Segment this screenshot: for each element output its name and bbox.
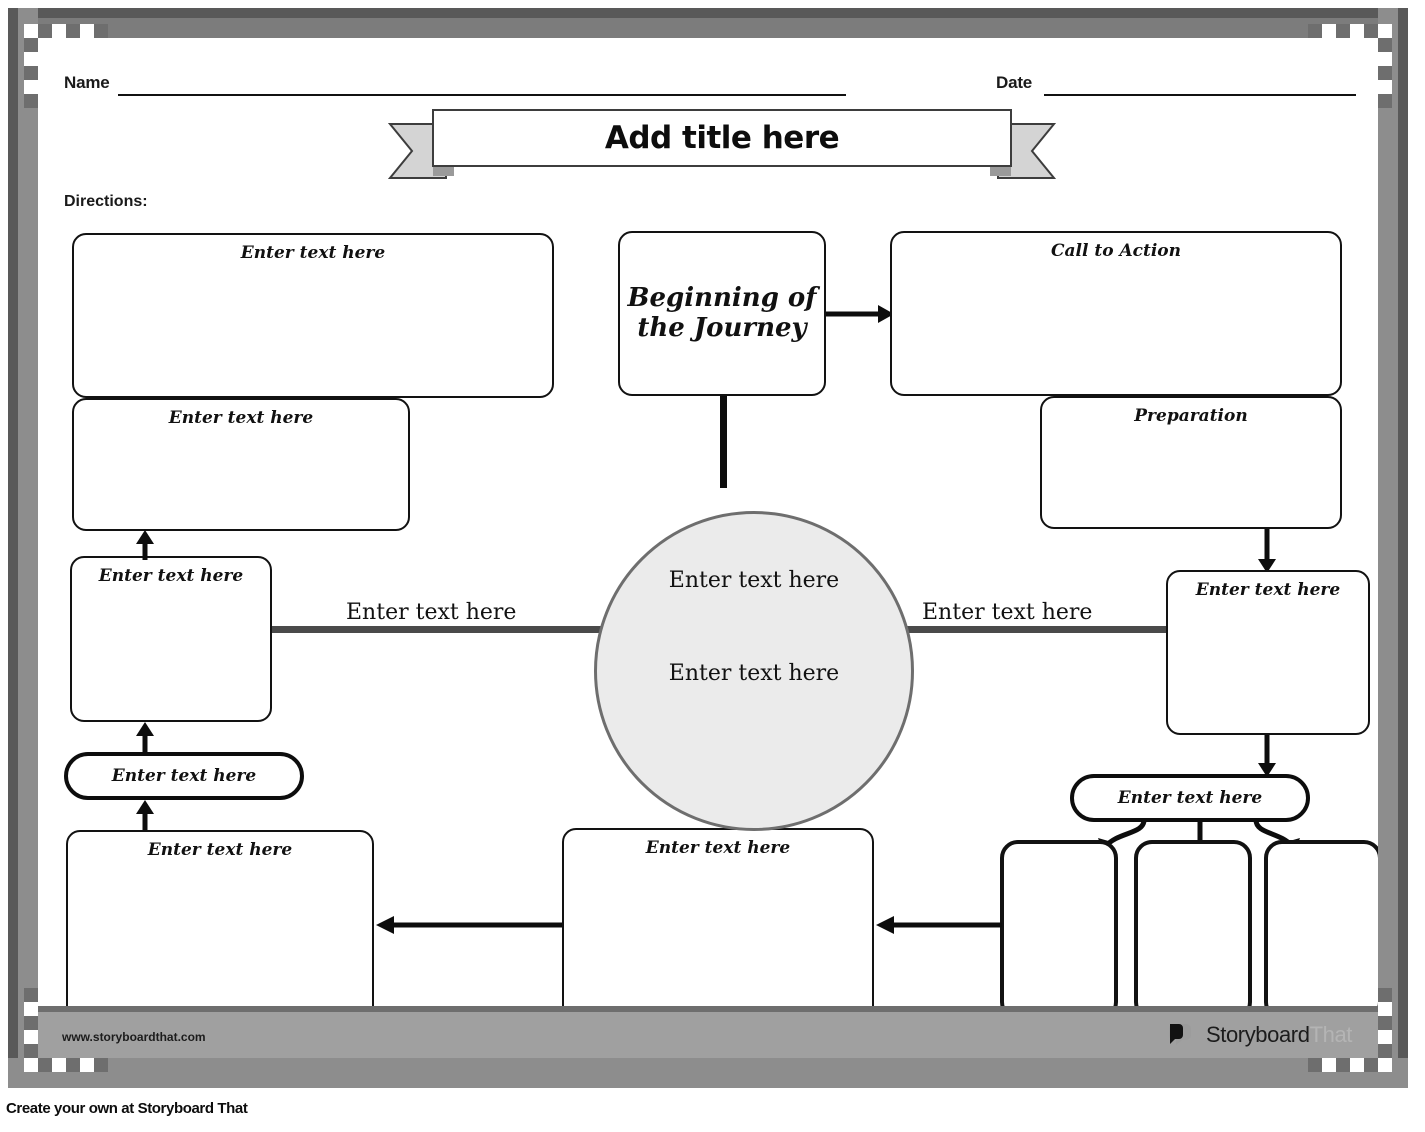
box-bottom-center[interactable]: Enter text here: [562, 828, 874, 1022]
box-left-mid-label: Enter text here: [98, 566, 244, 586]
pill-right[interactable]: Enter text here: [1070, 774, 1310, 822]
box-bottom-left[interactable]: Enter text here: [66, 830, 374, 1020]
box-branch-3[interactable]: [1264, 840, 1378, 1020]
arrow-right-mid-down: [1258, 735, 1276, 777]
pill-left[interactable]: Enter text here: [64, 752, 304, 800]
pill-right-label: Enter text here: [1117, 788, 1263, 808]
beginning-line-1: Beginning of: [627, 283, 817, 314]
date-label: Date: [996, 73, 1033, 92]
center-circle[interactable]: [594, 511, 914, 831]
worksheet-title[interactable]: Add title here: [604, 120, 840, 156]
ribbon-shape: [387, 109, 1057, 179]
arrow-left-mid-up: [136, 530, 154, 560]
box-branch-2[interactable]: [1134, 840, 1252, 1020]
page-frame: Name Date Add title here: [8, 8, 1408, 1088]
beginning-line-2: the Journey: [637, 312, 807, 343]
box-left-mid[interactable]: Enter text here: [70, 556, 272, 722]
box-right-mid-label: Enter text here: [1195, 580, 1341, 600]
name-label: Name: [64, 73, 110, 92]
arrow-left-pill-up: [136, 722, 154, 754]
box-second-left-label: Enter text here: [168, 408, 314, 428]
axis-left-label: Enter text here: [346, 600, 517, 625]
circle-top-label: Enter text here: [668, 568, 840, 593]
box-right-mid[interactable]: Enter text here: [1166, 570, 1370, 735]
pill-left-label: Enter text here: [111, 766, 257, 786]
arrow-beginning-to-cta: [826, 305, 894, 323]
logo-wordmark: StoryboardThat: [1206, 1022, 1352, 1048]
box-bottom-center-label: Enter text here: [645, 838, 791, 858]
directions-label: Directions:: [64, 193, 148, 210]
box-bottom-left-label: Enter text here: [147, 840, 293, 860]
title-ribbon: Add title here: [386, 104, 1058, 179]
arrow-bottom-left-up: [136, 800, 154, 832]
box-top-left[interactable]: Enter text here: [72, 233, 554, 398]
frame-bottom-edge: [8, 1058, 1408, 1088]
frame-top-edge: [8, 8, 1408, 38]
circle-bottom-label: Enter text here: [668, 661, 840, 686]
box-branch-1[interactable]: [1000, 840, 1118, 1020]
worksheet-canvas: Name Date Add title here: [38, 38, 1378, 1058]
connector-beginning-to-circle: [720, 393, 727, 488]
box-top-left-label: Enter text here: [240, 243, 386, 263]
axis-right-label: Enter text here: [922, 600, 1093, 625]
speech-bubble-icon: [1168, 1022, 1198, 1048]
box-second-left[interactable]: Enter text here: [72, 398, 410, 531]
storyboard-that-logo: StoryboardThat: [1168, 1022, 1352, 1048]
arrow-branches-to-bottom-center: [876, 916, 1002, 934]
box-call-to-action-label: Call to Action: [1050, 241, 1182, 261]
box-beginning-of-journey[interactable]: Beginning of the Journey: [618, 231, 826, 396]
logo-secondary: That: [1309, 1022, 1353, 1047]
box-preparation-label: Preparation: [1134, 406, 1248, 426]
frame-left-edge: [8, 8, 38, 1088]
footer-url[interactable]: www.storyboardthat.com: [62, 1030, 206, 1044]
date-input-line[interactable]: [1044, 94, 1356, 96]
box-call-to-action[interactable]: Call to Action: [890, 231, 1342, 396]
name-input-line[interactable]: [118, 94, 846, 96]
arrow-preparation-down: [1258, 529, 1276, 573]
frame-right-edge: [1378, 8, 1408, 1088]
box-preparation[interactable]: Preparation: [1040, 396, 1342, 529]
logo-primary: Storyboard: [1205, 1022, 1310, 1047]
create-your-own-caption: Create your own at Storyboard That: [6, 1100, 248, 1117]
footer-bar: www.storyboardthat.com StoryboardThat: [38, 1006, 1378, 1058]
arrow-bottom-center-to-left: [376, 916, 566, 934]
